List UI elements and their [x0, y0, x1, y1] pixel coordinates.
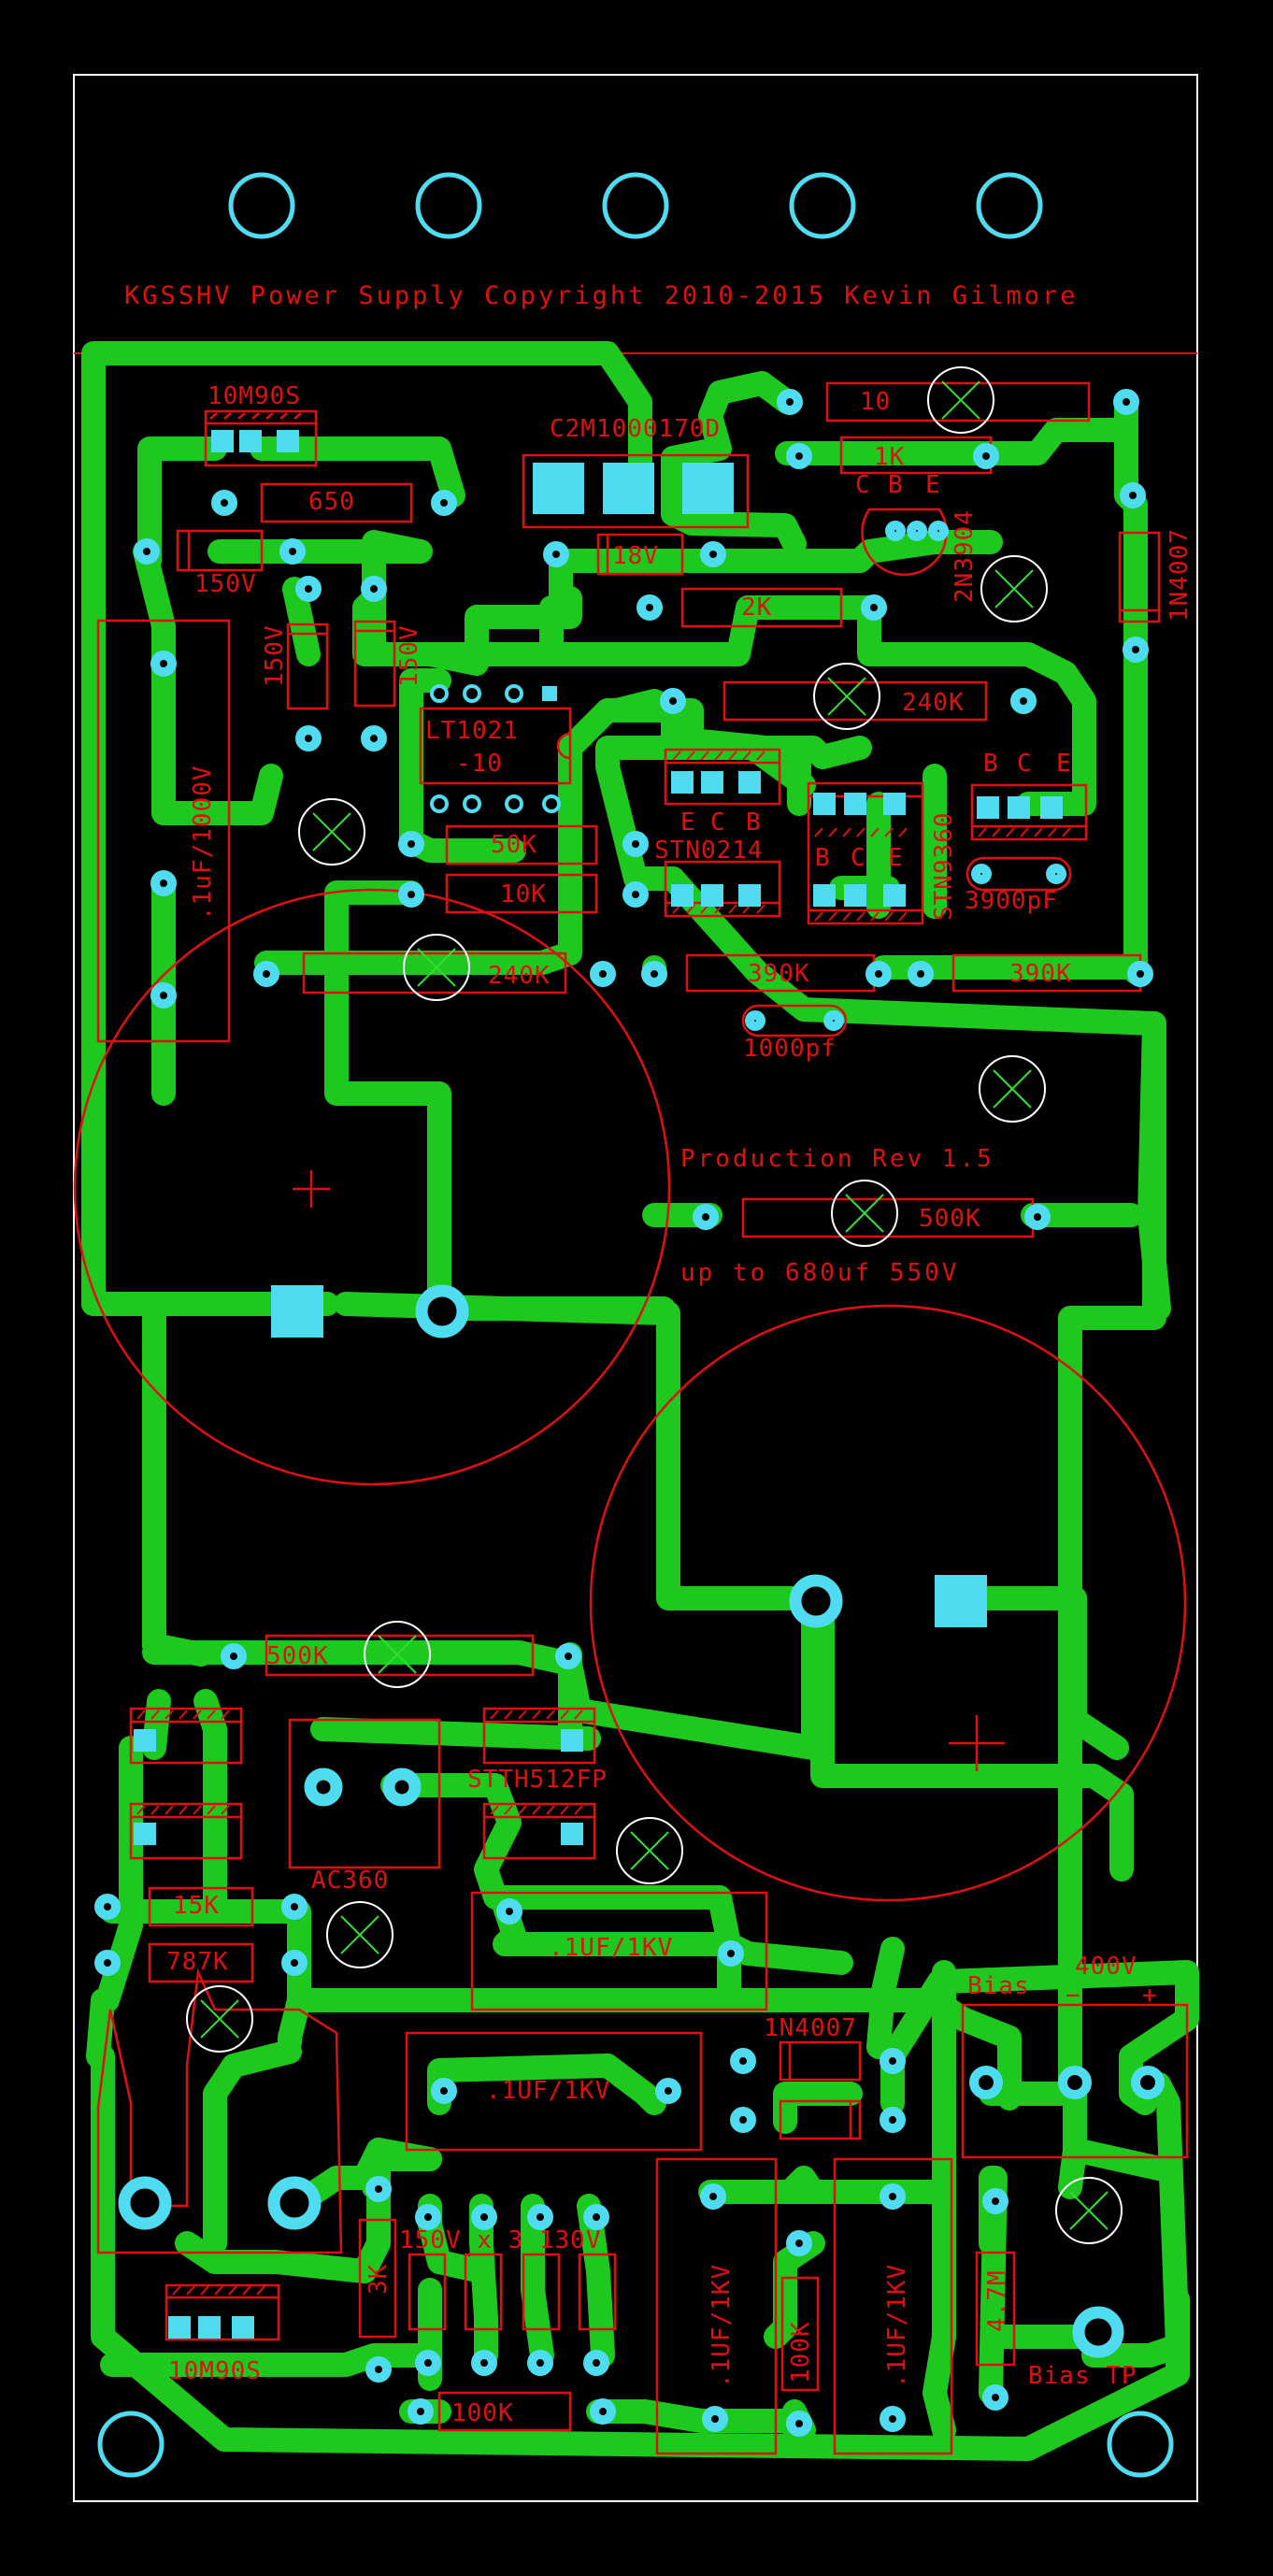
label-r-390k-a: 390K	[748, 960, 810, 988]
label-pin-b-stn9360: B	[815, 844, 831, 872]
label-r-100k-h: 100K	[451, 2399, 514, 2427]
label-r-10k: 10K	[500, 880, 547, 909]
label-z-150v-b: 150V	[261, 624, 289, 687]
label-r-240k-top: 240K	[902, 689, 965, 717]
label-c-1uf-d: .1UF/1KV	[883, 2264, 911, 2388]
label-pin-e-stn9360: E	[888, 844, 904, 872]
mounting-hole-2	[415, 172, 482, 239]
label-bias-minus: −	[1066, 1982, 1081, 2010]
mounting-holes	[97, 172, 1174, 2478]
label-c-1uf-c: .1UF/1KV	[708, 2264, 736, 2388]
corner-hole-bl	[97, 2411, 164, 2478]
label-r-787k: 787K	[166, 1948, 229, 1976]
label-bridge: AC360	[311, 1867, 389, 1895]
label-c-3900pf: 3900pF	[965, 887, 1058, 915]
label-bias-tp: Bias TP	[1028, 2362, 1137, 2390]
mounting-hole-5	[976, 172, 1043, 239]
label-r-100k-v: 100K	[787, 2321, 815, 2383]
label-z-18v: 18V	[612, 542, 659, 570]
label-lt1021-sub: -10	[456, 750, 503, 778]
label-r-15k: 15K	[173, 1892, 220, 1920]
label-cap-note: up to 680uf 550V	[680, 1259, 959, 1287]
label-c-1uf-b: .1UF/1KV	[486, 2077, 610, 2105]
label-q-stn0214: STN0214	[654, 837, 764, 865]
mounting-hole-1	[228, 172, 295, 239]
label-pin-c-stn9360: C	[851, 844, 866, 872]
label-r-2k: 2K	[741, 594, 772, 622]
label-cap-left: .1uF/1000V	[189, 765, 217, 921]
label-bias-plus: +	[1142, 1982, 1158, 2010]
label-pin-b-stn0214: B	[746, 809, 762, 837]
label-1n4007-mid: 1N4007	[764, 2014, 857, 2042]
label-z-150v-a: 150V	[194, 570, 257, 598]
label-mosfet: C2M1000170D	[550, 415, 721, 443]
mounting-hole-3	[602, 172, 669, 239]
label-pin-b-right: B	[983, 750, 999, 778]
label-r-1k: 1K	[874, 443, 905, 471]
board-title: KGSSHV Power Supply Copyright 2010-2015 …	[124, 281, 1079, 310]
label-pin-e-stn0214: E	[680, 809, 696, 837]
label-r-390k-b: 390K	[1009, 960, 1072, 988]
labels: KGSSHV Power Supply Copyright 2010-2015 …	[124, 281, 1194, 2427]
label-c-1uf-a: .1UF/1KV	[549, 1934, 673, 1962]
label-zeners-note: 150V x 3 130V	[399, 2226, 602, 2254]
label-1n4007-top: 1N4007	[1166, 528, 1194, 622]
label-reg-bottom: 10M90S	[168, 2357, 262, 2385]
label-z-150v-c: 150V	[395, 624, 423, 687]
label-stth: STTH512FP	[467, 1766, 608, 1794]
label-r-10: 10	[860, 388, 891, 416]
label-r-4-7m: 4.7M	[983, 2269, 1011, 2332]
label-c-1000pf: 1000pf	[743, 1035, 837, 1063]
label-bias-voltage: 400V	[1075, 1953, 1137, 1981]
via-marks	[186, 366, 1123, 2244]
label-pin-c-stn0214: C	[710, 809, 726, 837]
label-r-50k: 50K	[491, 831, 537, 859]
label-pin-c-2n3904: C	[855, 471, 871, 499]
pads	[134, 430, 1063, 2339]
label-lt1021: LT1021	[425, 717, 519, 745]
label-pin-e-2n3904: E	[925, 471, 941, 499]
label-q-stn9360: STN9360	[930, 811, 958, 921]
label-bias: Bias	[967, 1972, 1030, 2000]
label-r-3k: 3K	[365, 2264, 393, 2295]
label-reg-top: 10M90S	[207, 382, 301, 410]
board-outline	[73, 74, 1198, 2502]
round-pads	[94, 389, 1165, 2437]
label-r-500k-right: 500K	[919, 1205, 981, 1233]
hatch-marks	[136, 751, 1071, 2296]
label-r-500k-left: 500K	[266, 1642, 329, 1670]
label-revision: Production Rev 1.5	[680, 1145, 994, 1173]
corner-hole-br	[1107, 2411, 1174, 2478]
label-r-650: 650	[308, 488, 355, 516]
label-pin-e-right: E	[1056, 750, 1072, 778]
label-pin-b-2n3904: B	[888, 471, 904, 499]
label-r-240k-mid: 240K	[488, 962, 551, 990]
label-2n3904: 2N3904	[951, 509, 979, 603]
copper-traces	[81, 341, 1199, 2461]
silkscreen	[73, 381, 1189, 2455]
mounting-hole-4	[789, 172, 856, 239]
label-pin-c-right: C	[1017, 750, 1033, 778]
